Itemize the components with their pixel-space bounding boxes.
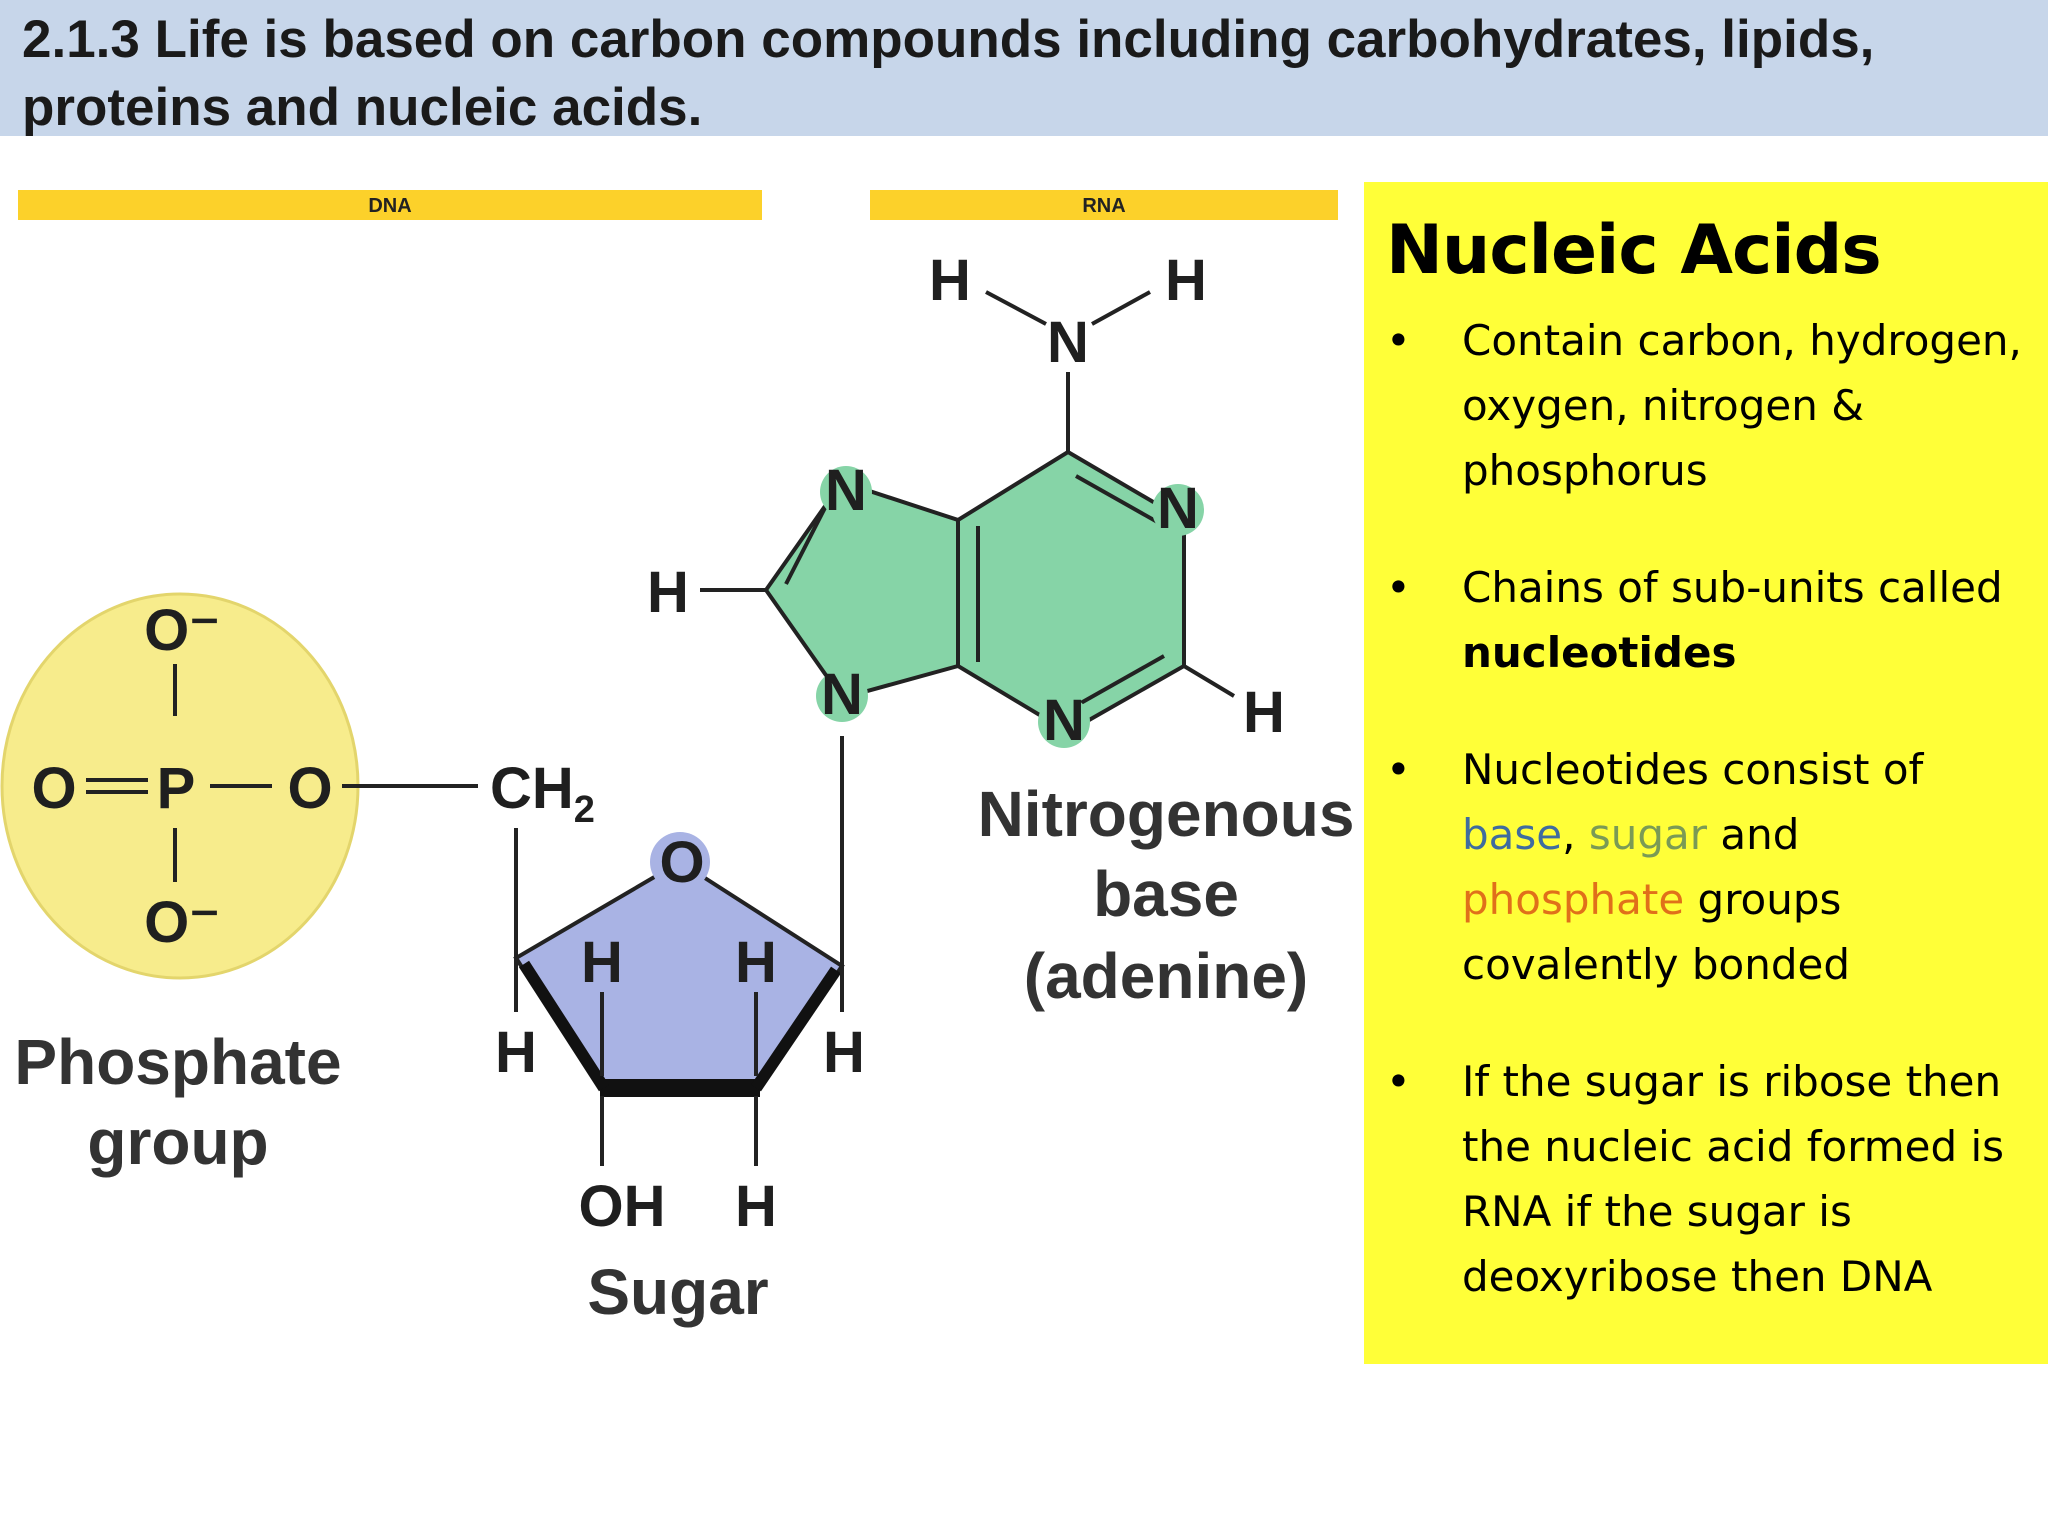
n9-backdrop bbox=[816, 670, 868, 722]
phosphate-o-right: O bbox=[287, 756, 332, 821]
bullet-text: , bbox=[1562, 810, 1589, 859]
bullet-text: Nucleotides consist of bbox=[1462, 745, 1924, 794]
phosphate-o-left: O bbox=[31, 756, 76, 821]
phosphate-o-bottom: O⁻ bbox=[144, 890, 220, 955]
nucleotide-diagram: DNA RNA O⁻ O P O O⁻ Phosphate group CH2 … bbox=[0, 190, 1355, 1328]
adenine-n7: N bbox=[825, 458, 867, 523]
ch2-group: CH2 bbox=[490, 756, 595, 831]
bullet-dot-icon: • bbox=[1386, 316, 1411, 365]
term-base: base bbox=[1462, 810, 1563, 859]
panel-title: Nucleic Acids bbox=[1386, 211, 1882, 290]
rna-band bbox=[870, 190, 1338, 220]
bullet-text: and bbox=[1707, 810, 1800, 859]
bullet-text: Chains of sub-units called bbox=[1462, 563, 2003, 612]
sugar-ring-left-edge bbox=[518, 960, 610, 1092]
sugar-label: Sugar bbox=[587, 1256, 768, 1328]
amine-h-left: H bbox=[929, 248, 971, 313]
bond-amine-h-left bbox=[985, 290, 1047, 326]
term-phosphate: phosphate bbox=[1462, 875, 1685, 924]
sugar-h-c1: H bbox=[823, 1020, 865, 1085]
sugar-h-inner-right: H bbox=[735, 930, 777, 995]
bullet-item-elements: • Contain carbon, hydrogen, oxygen, nitr… bbox=[1386, 308, 2028, 503]
bullet-bold-term: nucleotides bbox=[1462, 628, 1737, 677]
rna-band-label: RNA bbox=[1082, 195, 1125, 217]
adenine-double-bond-4 bbox=[784, 497, 832, 585]
base-label-3: (adenine) bbox=[1024, 940, 1308, 1012]
sugar-h-c2: H bbox=[735, 1174, 777, 1239]
bullet-list: • Contain carbon, hydrogen, oxygen, nitr… bbox=[1386, 308, 2028, 1309]
sugar-ring bbox=[513, 859, 845, 1090]
bullet-text: If the sugar is ribose then the nucleic … bbox=[1462, 1057, 2005, 1301]
dna-band bbox=[18, 190, 762, 220]
adenine-double-bond-1 bbox=[1075, 474, 1169, 530]
term-sugar: sugar bbox=[1588, 810, 1707, 859]
n3-backdrop bbox=[1038, 696, 1090, 748]
bullet-item-components: • Nucleotides consist of base, sugar and… bbox=[1386, 737, 2028, 997]
bullet-item-chains: • Chains of sub-units called nucleotides bbox=[1386, 555, 2028, 685]
sugar-h-c4: H bbox=[495, 1020, 537, 1085]
info-panel: Nucleic Acids • Contain carbon, hydrogen… bbox=[1364, 182, 2048, 1364]
amine-h-right: H bbox=[1165, 248, 1207, 313]
page-title: 2.1.3 Life is based on carbon compounds … bbox=[22, 10, 1875, 137]
base-label-1: Nitrogenous bbox=[978, 778, 1355, 850]
adenine-n3: N bbox=[1043, 688, 1085, 753]
n1-backdrop bbox=[1152, 484, 1204, 536]
bullet-text: groups covalently bonded bbox=[1462, 875, 1850, 989]
sugar-h-inner-left: H bbox=[581, 930, 623, 995]
sugar-oh: OH bbox=[579, 1174, 666, 1239]
ring-oxygen: O bbox=[659, 830, 704, 895]
bond-h-c2-base bbox=[1182, 664, 1236, 698]
adenine-h-c8: H bbox=[647, 560, 689, 625]
adenine-n9: N bbox=[821, 662, 863, 727]
adenine-double-bond-2 bbox=[1071, 654, 1165, 710]
bullet-dot-icon: • bbox=[1386, 1057, 1411, 1106]
bullet-dot-icon: • bbox=[1386, 563, 1411, 612]
phosphate-p: P bbox=[157, 756, 196, 821]
amine-n: N bbox=[1047, 310, 1089, 375]
base-label-2: base bbox=[1093, 858, 1239, 930]
adenine-h-c2: H bbox=[1243, 680, 1285, 745]
phosphate-label-2: group bbox=[87, 1106, 268, 1178]
header-bar: 2.1.3 Life is based on carbon compounds … bbox=[0, 0, 2048, 137]
ring-o-backdrop bbox=[650, 832, 710, 892]
bond-amine-h-right bbox=[1091, 290, 1151, 326]
adenine-n1: N bbox=[1157, 476, 1199, 541]
phosphate-o-top: O⁻ bbox=[144, 598, 220, 663]
sugar-ring-right-edge bbox=[751, 966, 841, 1092]
bullet-dot-icon: • bbox=[1386, 745, 1411, 794]
dna-band-label: DNA bbox=[368, 195, 411, 217]
bullet-item-sugar-type: • If the sugar is ribose then the nuclei… bbox=[1386, 1049, 2028, 1309]
phosphate-label-1: Phosphate bbox=[14, 1026, 341, 1098]
n7-backdrop bbox=[820, 466, 872, 518]
bullet-text: Contain carbon, hydrogen, oxygen, nitrog… bbox=[1462, 316, 2022, 495]
